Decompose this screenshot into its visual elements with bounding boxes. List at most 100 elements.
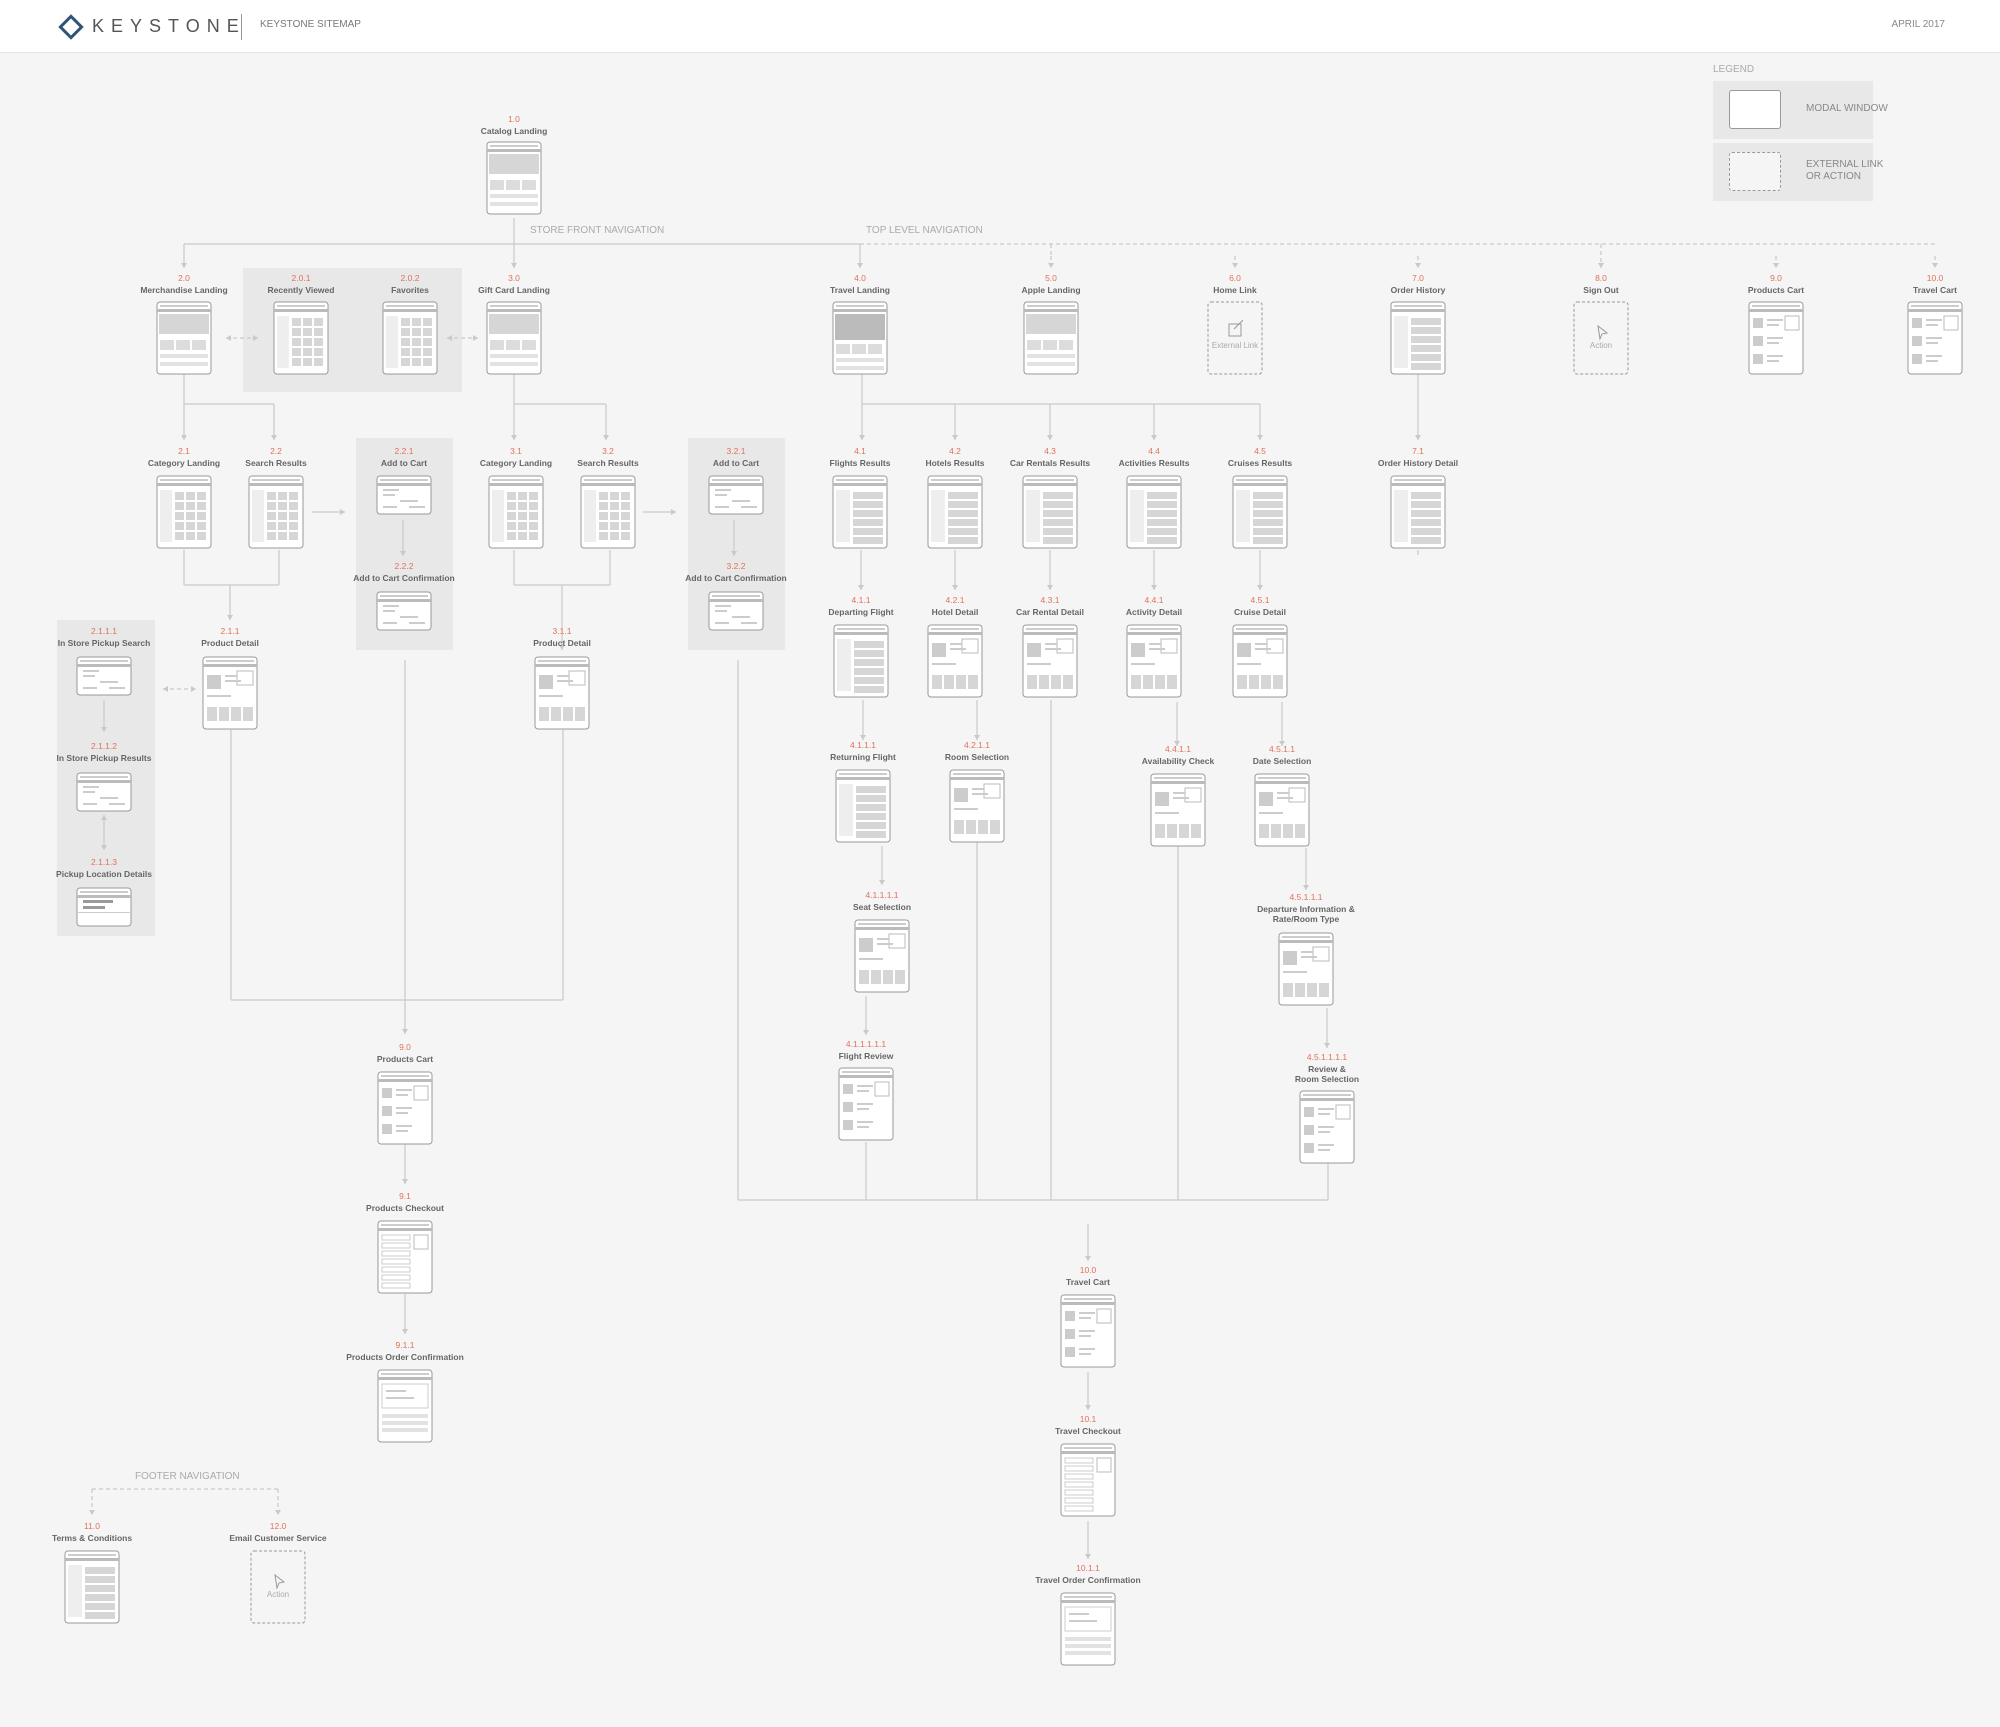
wire-block bbox=[186, 492, 195, 500]
wire-block bbox=[1064, 1298, 1112, 1300]
wire-block bbox=[522, 340, 536, 350]
wire-block bbox=[610, 522, 619, 530]
wire-block bbox=[386, 316, 398, 368]
wire-block bbox=[948, 492, 978, 499]
wire-block bbox=[968, 675, 978, 689]
page-thumbnail[interactable] bbox=[377, 1220, 433, 1294]
node-number: 2.2 bbox=[270, 446, 282, 456]
wire-block bbox=[1926, 342, 1938, 344]
wire-block bbox=[490, 362, 538, 366]
cursor-icon bbox=[1597, 324, 1609, 341]
wire-block bbox=[1039, 675, 1049, 689]
wire-block bbox=[1167, 675, 1177, 689]
wire-block bbox=[381, 1282, 411, 1289]
wire-block bbox=[278, 492, 287, 500]
page-thumbnail[interactable] bbox=[1207, 301, 1263, 375]
node-label: Hotels Results bbox=[925, 458, 984, 468]
wire-block bbox=[1131, 663, 1155, 665]
node-label: Seat Selection bbox=[853, 902, 911, 912]
node-number: 2.1.1.3 bbox=[91, 857, 117, 867]
wire-block bbox=[1079, 1353, 1091, 1355]
wire-block bbox=[492, 479, 540, 481]
node-number: 2.2.2 bbox=[395, 561, 414, 571]
arrow-head bbox=[974, 735, 980, 740]
wire-block bbox=[518, 492, 527, 500]
node-label: Favorites bbox=[391, 285, 429, 295]
node-label: Category Landing bbox=[148, 458, 220, 468]
arrow-head bbox=[402, 1329, 408, 1334]
wire-block bbox=[396, 1107, 412, 1109]
node-label: Products Cart bbox=[377, 1054, 433, 1064]
wire-block bbox=[175, 532, 184, 540]
wire-block bbox=[489, 154, 539, 174]
wire-block bbox=[990, 820, 1000, 834]
wire-block bbox=[197, 532, 206, 540]
keystone-logo[interactable]: KEYSTONE bbox=[58, 13, 246, 40]
wire-block bbox=[1926, 324, 1938, 326]
wire-block bbox=[274, 309, 328, 312]
page-thumbnail[interactable] bbox=[250, 1550, 306, 1624]
wire-block bbox=[1307, 983, 1317, 997]
arrow-head bbox=[1279, 741, 1285, 746]
wire-block bbox=[1147, 501, 1177, 508]
wire-block bbox=[1147, 510, 1177, 517]
wire-block bbox=[489, 483, 543, 486]
node-number: 4.4.1 bbox=[1145, 595, 1164, 605]
wire-block bbox=[412, 328, 421, 336]
wire-block bbox=[1026, 479, 1074, 481]
wire-block bbox=[386, 1397, 414, 1399]
connector-lines bbox=[89, 218, 1938, 1559]
wire-block bbox=[160, 479, 208, 481]
wire-block bbox=[1079, 1312, 1095, 1314]
wire-block bbox=[599, 502, 608, 510]
wire-block bbox=[278, 532, 287, 540]
wire-block bbox=[833, 483, 887, 486]
wire-block bbox=[490, 305, 538, 307]
page-thumbnail[interactable] bbox=[1573, 301, 1629, 375]
wire-block bbox=[1411, 537, 1441, 544]
wire-block bbox=[859, 970, 869, 984]
wire-block bbox=[303, 318, 312, 326]
wire-block bbox=[197, 502, 206, 510]
wire-block bbox=[1149, 643, 1161, 645]
arrow-head bbox=[163, 686, 168, 692]
wire-block bbox=[610, 492, 619, 500]
legend-modal: MODAL WINDOW bbox=[1713, 81, 1888, 139]
wire-block bbox=[1304, 1107, 1314, 1117]
wire-block bbox=[412, 318, 421, 326]
node-label: Availability Check bbox=[1142, 756, 1215, 766]
arrow-head bbox=[227, 615, 233, 620]
wire-block bbox=[854, 659, 884, 666]
wire-block bbox=[518, 532, 527, 540]
wire-block bbox=[1312, 946, 1330, 962]
wire-block bbox=[1277, 797, 1293, 799]
wire-block bbox=[1912, 354, 1922, 364]
page-thumbnail[interactable] bbox=[1060, 1443, 1116, 1517]
node-label-line: Room Selection bbox=[1295, 1074, 1359, 1084]
wire-block bbox=[712, 595, 760, 597]
wire-block bbox=[396, 1125, 412, 1127]
arrow-head bbox=[859, 435, 865, 440]
wire-block bbox=[857, 1126, 869, 1128]
node-number: 2.2.1 bbox=[395, 446, 414, 456]
wire-block bbox=[219, 707, 229, 721]
wire-block bbox=[267, 502, 276, 510]
wire-block bbox=[289, 522, 298, 530]
wire-block bbox=[1160, 638, 1178, 654]
wire-block bbox=[1147, 492, 1177, 499]
wire-block bbox=[400, 616, 418, 618]
wire-block bbox=[836, 479, 884, 481]
wire-block bbox=[1127, 483, 1181, 486]
wire-block bbox=[1064, 1481, 1094, 1488]
wire-block bbox=[954, 808, 978, 810]
wire-block bbox=[401, 358, 410, 366]
wire-block bbox=[289, 492, 298, 500]
wire-block bbox=[1394, 316, 1408, 368]
node-label: Terms & Conditions bbox=[52, 1533, 132, 1543]
wire-block bbox=[1027, 305, 1075, 307]
wire-block bbox=[492, 490, 504, 542]
arrow-head bbox=[511, 435, 517, 440]
